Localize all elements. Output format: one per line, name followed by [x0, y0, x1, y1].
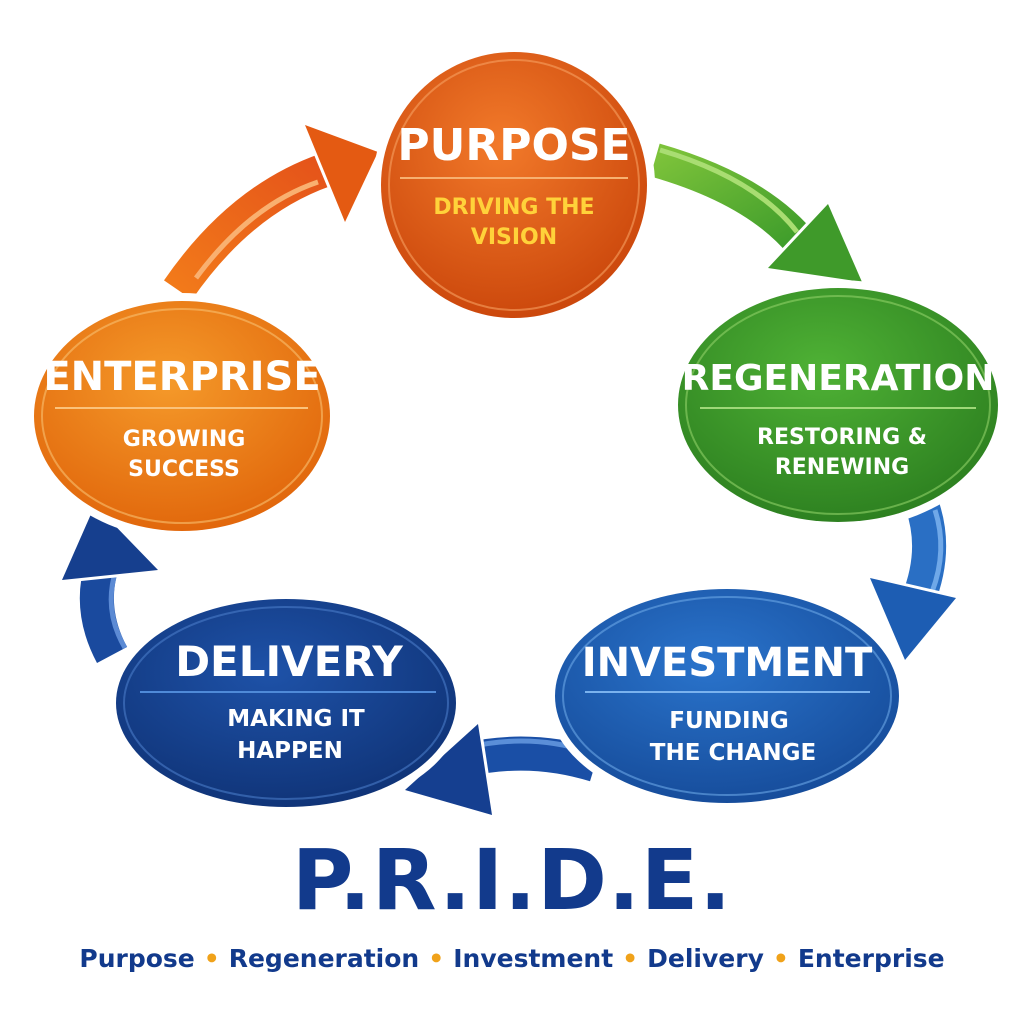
purpose-circle [381, 52, 647, 318]
enterprise-subtitle-line-2: SUCCESS [128, 457, 240, 482]
arrow-delivery-to-enterprise-icon [59, 502, 161, 665]
legend-item-delivery: Delivery [647, 944, 764, 973]
legend-item-regeneration: Regeneration [228, 944, 420, 973]
node-investment: INVESTMENT FUNDING THE CHANGE [547, 581, 907, 811]
delivery-ellipse [116, 599, 456, 807]
legend-item-purpose: Purpose [79, 944, 195, 973]
investment-subtitle-line-1: FUNDING [669, 708, 788, 734]
purpose-title: PURPOSE [397, 120, 630, 171]
investment-title: INVESTMENT [582, 640, 873, 686]
node-purpose: PURPOSE DRIVING THE VISION [373, 44, 655, 326]
delivery-subtitle-line-2: HAPPEN [237, 738, 343, 764]
node-enterprise: ENTERPRISE GROWING SUCCESS [26, 293, 338, 539]
acronym-title: P.R.I.D.E. [291, 831, 733, 929]
regeneration-ellipse [678, 288, 998, 522]
legend-separator: • [622, 944, 639, 973]
delivery-subtitle-line-1: MAKING IT [227, 706, 365, 732]
investment-ellipse [555, 589, 899, 803]
purpose-subtitle-line-2: VISION [471, 225, 557, 250]
legend-separator: • [428, 944, 445, 973]
node-regeneration: REGENERATION RESTORING & RENEWING [670, 280, 1006, 530]
node-delivery: DELIVERY MAKING IT HAPPEN [108, 591, 464, 815]
enterprise-subtitle-line-1: GROWING [123, 427, 246, 452]
legend-separator: • [772, 944, 789, 973]
arrow-purpose-to-regeneration-icon [649, 139, 865, 285]
investment-subtitle-line-2: THE CHANGE [650, 740, 816, 766]
arrow-regeneration-to-investment-icon [867, 497, 959, 663]
legend-item-investment: Investment [453, 944, 614, 973]
regeneration-title: REGENERATION [682, 358, 995, 399]
arrow-enterprise-to-purpose-icon [160, 122, 381, 303]
enterprise-title: ENTERPRISE [43, 354, 320, 400]
regeneration-subtitle-line-1: RESTORING & [757, 425, 927, 450]
legend-line: Purpose • Regeneration • Investment • Delivery… [0, 946, 1024, 971]
regeneration-subtitle-line-2: RENEWING [775, 455, 909, 480]
legend-item-enterprise: Enterprise [797, 944, 945, 973]
enterprise-ellipse [34, 301, 330, 531]
legend-separator: • [203, 944, 220, 973]
purpose-subtitle-line-1: DRIVING THE [433, 195, 594, 220]
delivery-title: DELIVERY [175, 637, 403, 686]
